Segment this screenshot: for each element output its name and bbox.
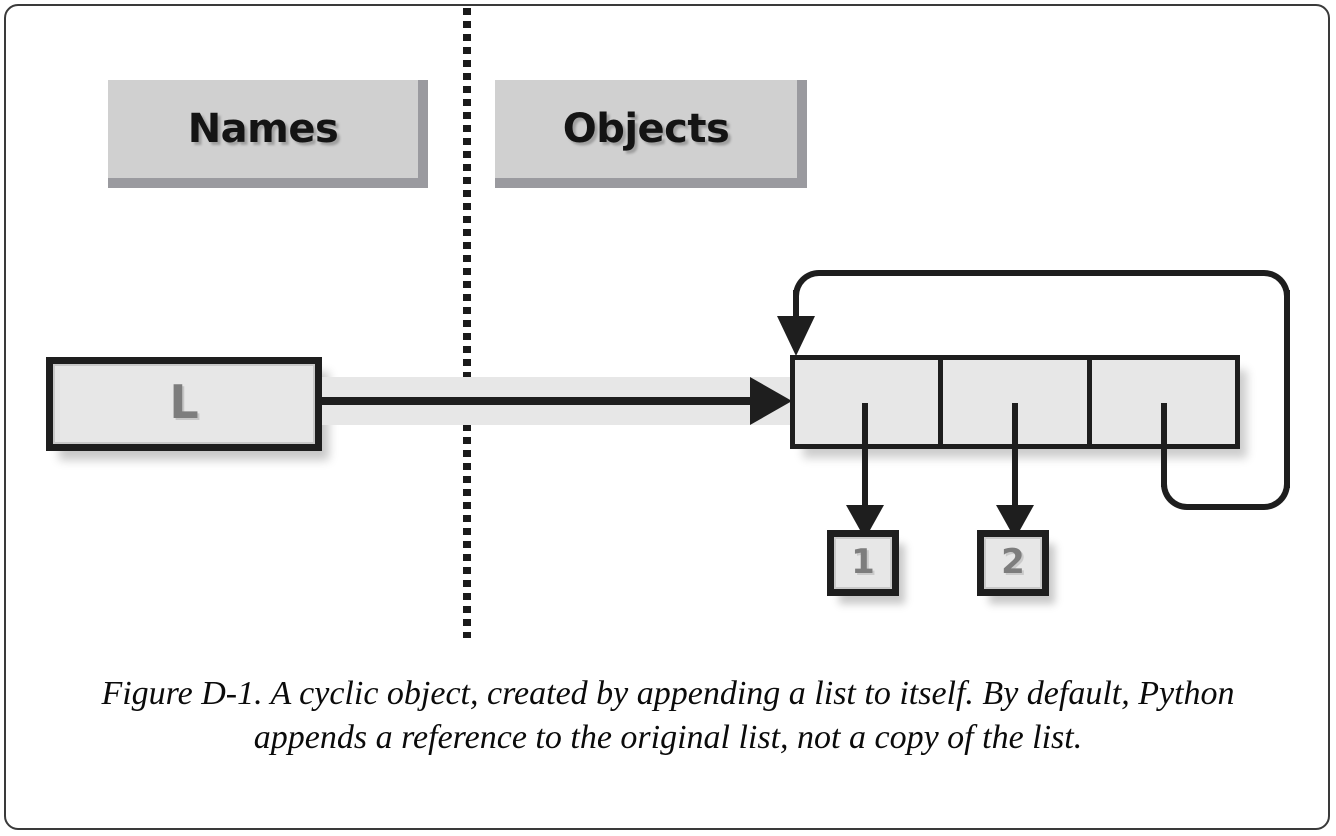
cycle-loop-top-segment [793,270,1290,314]
objects-header-label: Objects [562,106,730,152]
cycle-loop-bottom-right-corner [1218,478,1290,510]
cycle-loop-descender [793,290,799,318]
names-objects-divider [463,8,471,638]
cycle-arrow-head-icon [777,316,815,356]
name-box-L: L [46,357,322,451]
value-box-1: 1 [827,530,899,596]
reference-arrow-head-icon [750,377,792,425]
value-box-2: 2 [977,530,1049,596]
value-box-1-label: 1 [851,542,875,582]
objects-column-header: Objects [495,80,807,188]
list-cell-1-pointer-stem [1012,403,1018,513]
names-column-header: Names [108,80,428,188]
reference-arrow-line [322,397,768,405]
name-box-label: L [169,375,199,429]
cycle-loop-right-segment [1284,290,1290,488]
cycle-loop-bottom-left-corner [1161,478,1241,510]
value-box-2-label: 2 [1001,542,1025,582]
list-cell-0-pointer-stem [862,403,868,513]
list-cell-2-pointer-stem [1161,403,1167,487]
figure-caption: Figure D-1. A cyclic object, created by … [101,675,1235,756]
names-header-label: Names [187,106,339,152]
